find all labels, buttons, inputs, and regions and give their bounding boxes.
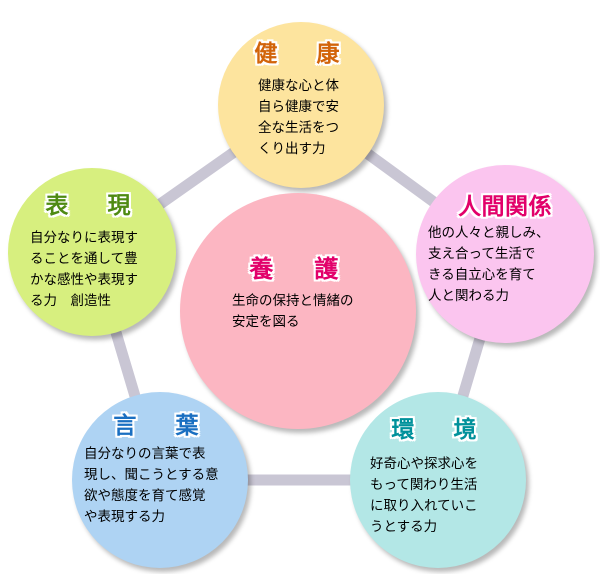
node-health: 健 康 健康な心と体 自ら健康で安 全な生活をつ くり出す力 (218, 22, 384, 188)
node-environment: 環 境 好奇心や探求心を もって関わり生活 に取り入れていこ うとする力 (350, 392, 526, 568)
node-language-title: 言 葉 (113, 413, 207, 439)
node-relations-title: 人間関係 (458, 194, 552, 220)
node-health-title: 健 康 (254, 41, 348, 67)
node-expression-title: 表 現 (45, 193, 139, 219)
node-relations: 人間関係 他の人々と親しみ、 支え合って生活で きる自立心を育て 人と関わる力 (416, 165, 594, 343)
node-language-text: 自分なりの言葉で表 現し、聞こうとする意 欲や態度を育て感覚 や表現する力 (84, 446, 219, 525)
node-relations-text: 他の人々と親しみ、 支え合って生活で きる自立心を育て 人と関わる力 (428, 225, 550, 304)
node-health-text: 健康な心と体 自ら健康で安 全な生活をつ くり出す力 (258, 78, 339, 157)
node-environment-title: 環 境 (391, 417, 485, 443)
node-center: 養 護 生命の保持と情緒の 安定を図る (180, 193, 416, 429)
center-title: 養 護 (249, 255, 347, 283)
center-text: 生命の保持と情緒の 安定を図る (232, 293, 354, 330)
node-expression-text: 自分なりに表現す ることを通して豊 かな感性や表現す る力 創造性 (30, 230, 138, 309)
node-language: 言 葉 自分なりの言葉で表 現し、聞こうとする意 欲や態度を育て感覚 や表現する… (72, 392, 248, 568)
node-expression: 表 現 自分なりに表現す ることを通して豊 かな感性や表現す る力 創造性 (8, 168, 176, 336)
node-environment-text: 好奇心や探求心を もって関わり生活 に取り入れていこ うとする力 (370, 456, 478, 535)
